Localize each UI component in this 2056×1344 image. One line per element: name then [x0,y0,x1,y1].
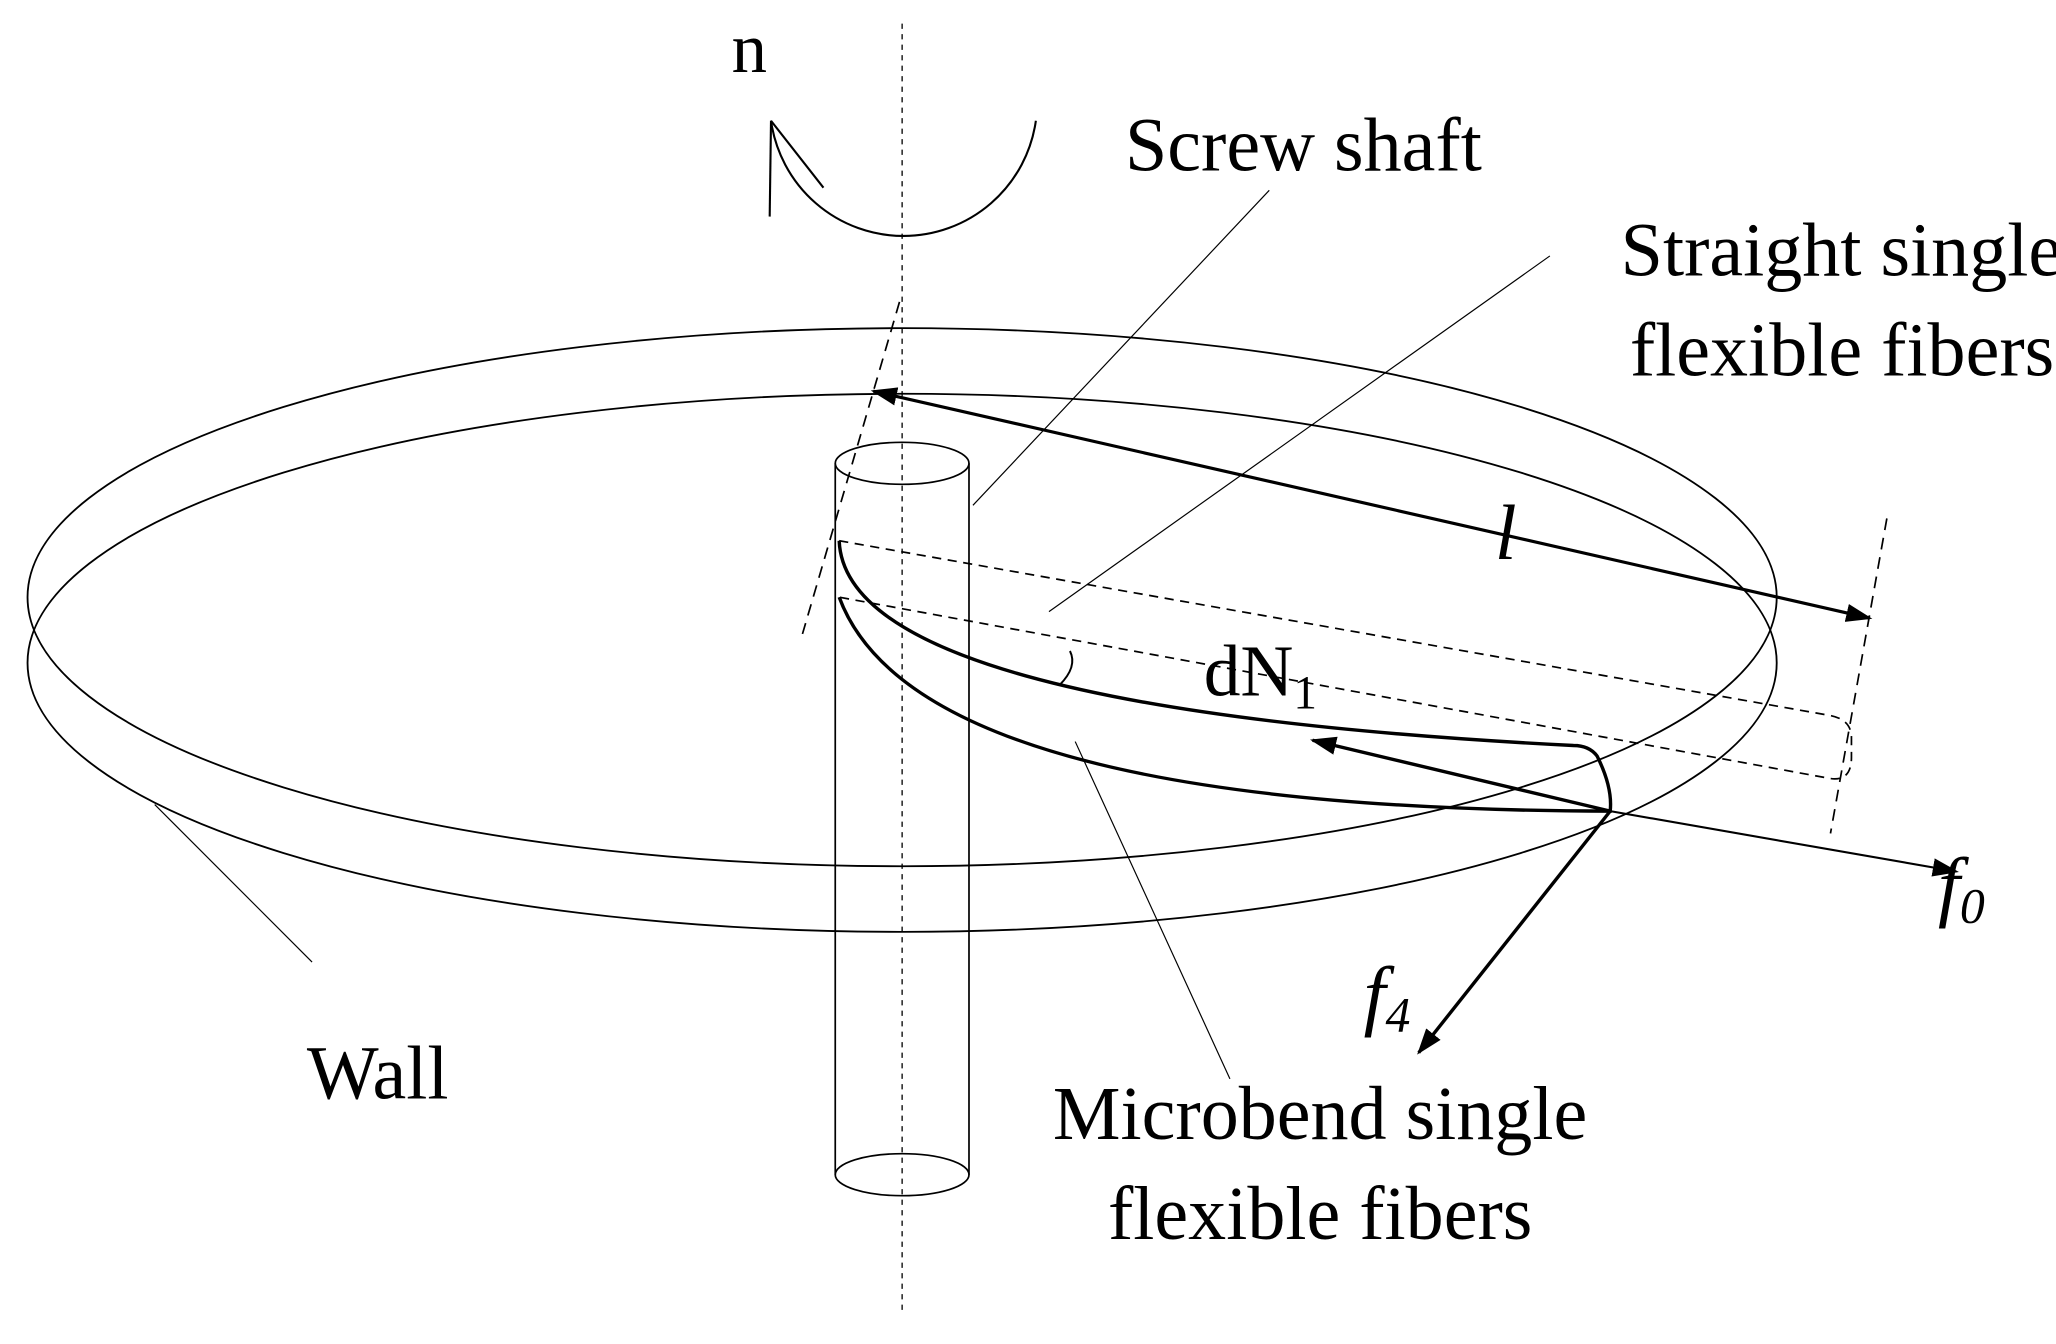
force-f4-arrow [1417,810,1612,1055]
label-straight-fibers-line2: flexible fibers [1630,308,2054,392]
tension-arrow [1309,736,1611,813]
label-force-f0: f0 [1938,843,1985,934]
dimension-extension-right [1829,518,1888,834]
label-wall: Wall [307,1032,449,1116]
rotation-arc [769,120,1037,237]
force-f0-arrow [1610,810,1959,877]
angle-arc [1058,650,1074,686]
label-microbend-fibers-line2: flexible fibers [1108,1172,1532,1256]
leader-screw-shaft [972,189,1270,506]
length-dimension-arrow [870,387,1873,622]
label-rotation-n: n [732,10,767,88]
label-angle-dn1: dN1 [1204,631,1317,720]
straight-fiber-outline [839,539,1853,780]
label-length-l: l [1495,490,1517,577]
wall-top-ellipse [26,327,1778,868]
label-screw-shaft: Screw shaft [1125,104,1482,188]
label-straight-fibers-line1: Straight single [1621,209,2056,293]
leader-wall [154,804,313,963]
screw-shaft [834,441,970,1197]
leader-microbend-fibers [1074,741,1231,1080]
leader-straight-fibers [1048,255,1551,613]
label-force-f4: f4 [1364,952,1411,1043]
rotation-arrowhead-right [770,120,825,189]
microbend-fiber [837,540,1613,813]
rotation-arrowhead-left [768,120,773,217]
wall-bottom-ellipse [26,392,1778,933]
label-microbend-fibers-line1: Microbend single [1053,1072,1587,1156]
dimension-extension-left [801,301,901,635]
